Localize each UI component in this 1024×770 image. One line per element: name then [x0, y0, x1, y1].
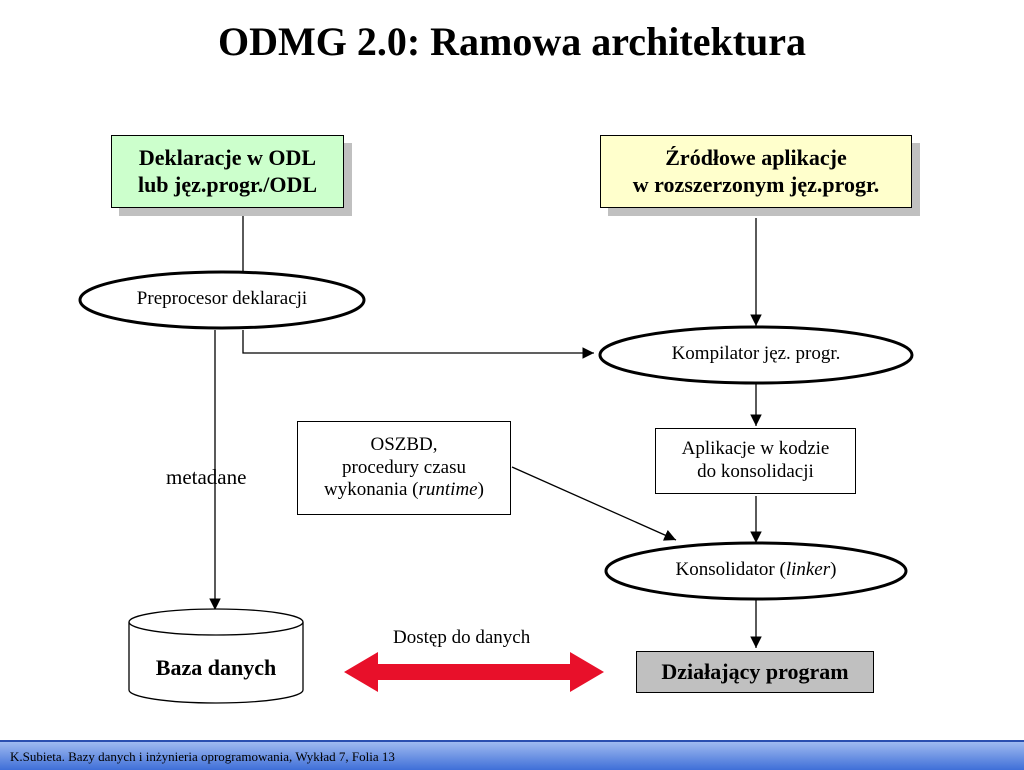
declarations-line-1: Deklaracje w ODL [138, 145, 317, 171]
edge-oszbd-to-linker [511, 466, 677, 541]
running-program-box: Działający program [636, 651, 874, 693]
apps-to-link-box: Aplikacje w kodzie do konsolidacji [655, 428, 856, 494]
linker-label: Konsolidator (linker) [606, 559, 906, 581]
page-title: ODMG 2.0: Ramowa architektura [217, 19, 807, 64]
metadata-label: metadane [166, 465, 247, 489]
footer-text: K.Subieta. Bazy danych i inżynieria opro… [10, 749, 395, 764]
linker-ellipse [604, 541, 908, 601]
edge-preprocessor-to-compiler [242, 330, 594, 359]
preprocessor-label: Preprocesor deklaracji [136, 288, 308, 309]
data-access-label: Dostęp do danych [393, 627, 531, 648]
declarations-box: Deklaracje w ODL lub jęz.progr./ODL [111, 135, 344, 208]
apps-line-1: Aplikacje w kodzie [681, 438, 830, 460]
oszbd-line-3: wykonania (runtime) [324, 479, 484, 502]
oszbd-line-2: procedury czasu [342, 456, 466, 478]
compiler-ellipse [598, 325, 914, 385]
oszbd-line-3-a: wykonania ( [324, 479, 419, 501]
footer-bar: K.Subieta. Bazy danych i inżynieria opro… [0, 740, 1024, 770]
preprocessor-ellipse [78, 270, 366, 330]
linker-label-a: Konsolidator ( [675, 559, 786, 580]
source-apps-line-1: Źródłowe aplikacje [665, 145, 847, 171]
apps-line-2: do konsolidacji [697, 461, 814, 482]
linker-label-b: ) [830, 559, 837, 580]
oszbd-line-1: OSZBD, [370, 433, 438, 455]
oszbd-runtime: runtime [418, 479, 478, 501]
declarations-line-2: lub jęz.progr./ODL [137, 171, 318, 197]
oszbd-box: OSZBD, procedury czasu wykonania (runtim… [297, 421, 511, 515]
database-label: Baza danych [155, 655, 277, 680]
linker-italic: linker [785, 559, 831, 580]
database-cylinder [128, 608, 304, 704]
data-access-arrow [344, 652, 604, 692]
source-apps-line-2: w rozszerzonym jęz.progr. [632, 171, 880, 197]
compiler-label: Kompilator jęz. progr. [671, 343, 841, 364]
source-apps-box: Źródłowe aplikacje w rozszerzonym jęz.pr… [600, 135, 912, 208]
oszbd-line-3-b: ) [477, 479, 484, 501]
